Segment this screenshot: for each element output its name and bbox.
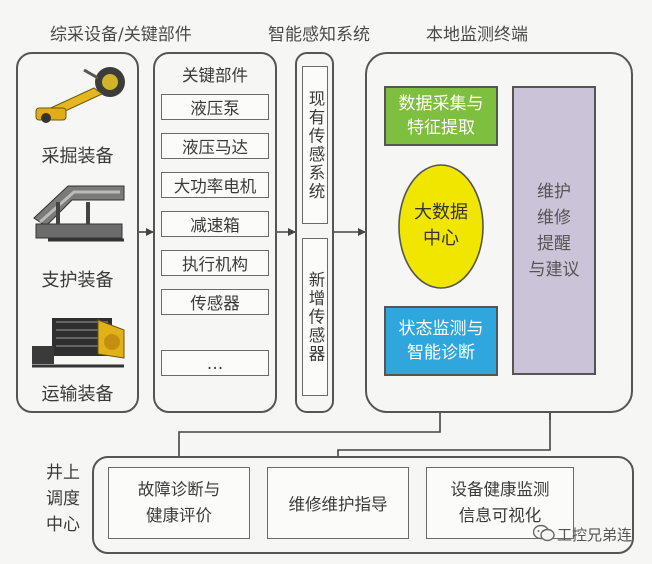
condition-monitoring-line1: 状态监测与 [398,319,484,339]
part-actuator: 执行机构 [161,250,269,276]
key-parts-title: 关键部件 [182,66,248,85]
equipment-label-mining: 采掘装备 [41,146,114,167]
header-local-terminal: 本地监测终端 [426,25,528,45]
condition-monitoring-line2: 智能诊断 [407,343,475,363]
header-sensing-system: 智能感知系统 [268,25,370,45]
maintenance-line1: 维护 [537,181,571,202]
maintenance-line4: 与建议 [528,259,580,280]
dispatch-title-line2: 调度 [46,489,80,509]
part-more: … [161,350,269,376]
big-data-line1: 大数据 [414,202,468,223]
maintenance-guidance-line1: 维修维护指导 [288,495,388,514]
sensing-panel: 现有传感系统 新增传感器 [295,52,334,413]
dispatch-title-line1: 井上 [46,463,80,483]
data-acquisition-box: 数据采集与 特征提取 [384,86,498,146]
hydraulic-support-icon [33,185,125,242]
part-hydraulic-motor: 液压马达 [161,133,269,159]
maintenance-guidance-box: 维修维护指导 [267,467,409,539]
dispatch-title-line3: 中心 [46,515,80,535]
big-data-center [398,164,484,289]
data-acquisition-line1: 数据采集与 [398,94,484,114]
big-data-line2: 中心 [423,228,459,249]
health-visualization-line2: 信息可视化 [458,506,542,525]
part-high-power-motor: 大功率电机 [161,172,269,198]
equipment-label-transport: 运输装备 [41,384,114,405]
maintenance-advice-box: 维护 维修 提醒 与建议 [512,86,596,375]
big-data-label: 大数据 中心 [397,200,485,252]
data-acquisition-line2: 特征提取 [407,118,475,138]
existing-sensing-system: 现有传感系统 [302,66,328,224]
condition-monitoring-box: 状态监测与 智能诊断 [384,306,498,376]
part-gearbox: 减速箱 [161,211,269,237]
watermark-text: 工控兄弟连 [557,526,633,544]
new-sensors: 新增传感器 [302,238,328,396]
fault-diagnosis-box: 故障诊断与 健康评价 [108,467,250,539]
equipment-panel: 采掘装备 支护装备 运输装备 [16,52,139,413]
health-visualization-line1: 设备健康监测 [450,480,550,499]
header-equipment-parts: 综采设备/关键部件 [50,25,192,45]
maintenance-line3: 提醒 [537,233,571,254]
dispatch-center-title: 井上 调度 中心 [38,460,88,538]
conveyor-icon [32,318,125,368]
part-hydraulic-pump: 液压泵 [161,94,269,120]
key-parts-panel: 关键部件 液压泵 液压马达 大功率电机 减速箱 执行机构 传感器 … [153,52,277,413]
part-sensor: 传感器 [161,289,269,315]
maintenance-line2: 维修 [537,207,571,228]
shearer-icon [35,67,125,123]
health-visualization-box: 设备健康监测 信息可视化 [426,467,574,539]
fault-diagnosis-line2: 健康评价 [146,506,212,525]
fault-diagnosis-line1: 故障诊断与 [137,480,221,499]
equipment-label-support: 支护装备 [41,270,114,291]
wechat-icon [533,524,555,542]
